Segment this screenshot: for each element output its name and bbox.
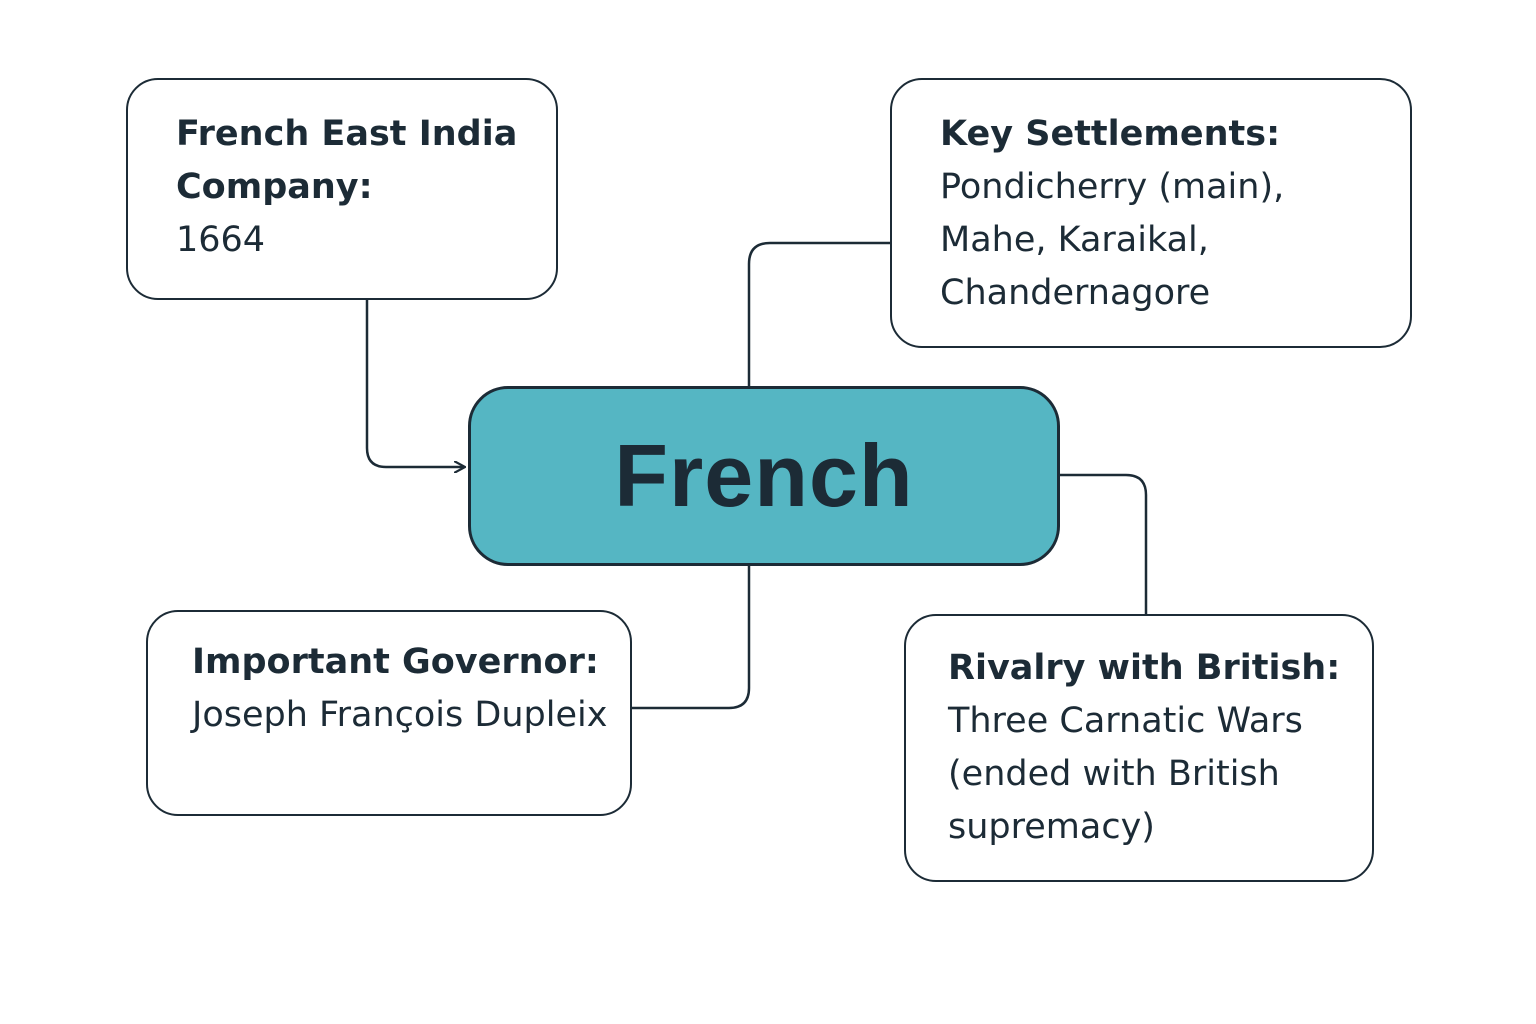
node-body: Joseph François Dupleix: [192, 695, 608, 735]
node-important-governor: Important Governor: Joseph François Dupl…: [146, 610, 632, 816]
node-body: Three Carnatic Wars (ended with British …: [948, 701, 1303, 847]
node-title: Important Governor:: [192, 642, 599, 682]
connector-company-to-center: [365, 300, 464, 467]
node-rivalry-with-british: Rivalry with British: Three Carnatic War…: [904, 614, 1374, 882]
node-key-settlements: Key Settlements: Pondicherry (main), Mah…: [890, 78, 1412, 348]
node-french-east-india-company: French East India Company: 1664: [126, 78, 558, 300]
center-label: French: [614, 426, 914, 525]
node-title: Key Settlements:: [940, 114, 1281, 154]
center-node-french: French: [468, 386, 1060, 566]
connector-center-to-governor: [632, 566, 751, 710]
node-title: Rivalry with British:: [948, 648, 1341, 688]
connector-center-to-settlements: [747, 241, 890, 386]
node-title: French East India Company:: [176, 114, 518, 207]
node-body: 1664: [176, 220, 266, 260]
node-body: Pondicherry (main), Mahe, Karaikal, Chan…: [940, 167, 1285, 313]
connector-center-to-rivalry: [1060, 473, 1148, 614]
